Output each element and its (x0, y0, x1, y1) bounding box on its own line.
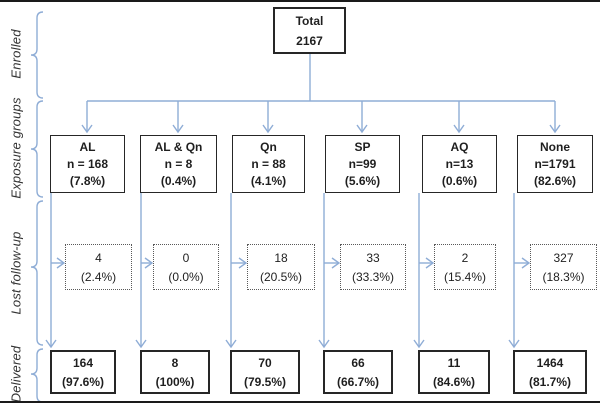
delivered-n: 11 (447, 356, 461, 370)
row-label-exposure-groups: Exposure groups (8, 97, 24, 199)
delivered-box-al-qn: 8 (100%) (140, 350, 210, 394)
group-pct: (4.1%) (250, 174, 287, 188)
group-name: AQ (450, 140, 469, 154)
group-n: n=1791 (534, 157, 576, 171)
total-count: 2167 (296, 34, 323, 48)
row-label-lost-follow-up: Lost follow-up (8, 231, 24, 315)
group-name: AL & Qn (154, 140, 203, 154)
exposure-box-none: None n=1791 (82.6%) (517, 135, 593, 193)
lost-n: 0 (182, 251, 190, 265)
group-pct: (0.6%) (441, 174, 478, 188)
total-box: Total 2167 (273, 7, 346, 54)
lost-pct: (2.4%) (80, 270, 117, 284)
delivered-pct: (84.6%) (432, 375, 476, 389)
lost-pct: (33.3%) (351, 270, 395, 284)
group-name: None (540, 140, 570, 154)
group-pct: (0.4%) (160, 174, 197, 188)
lost-box-aq: 2 (15.4%) (434, 244, 496, 290)
lost-pct: (20.5%) (259, 270, 303, 284)
row-label-delivered: Delivered (8, 345, 24, 403)
lost-box-al-qn: 0 (0.0%) (153, 244, 219, 290)
delivered-pct: (97.6%) (61, 375, 105, 389)
delivered-pct: (100%) (155, 375, 195, 389)
exposure-box-aq: AQ n=13 (0.6%) (422, 135, 497, 193)
delivered-n: 1464 (536, 356, 564, 370)
delivered-n: 8 (171, 356, 179, 370)
delivered-n: 70 (258, 356, 272, 370)
lost-pct: (0.0%) (168, 270, 204, 284)
exposure-box-al: AL n = 168 (7.8%) (50, 135, 125, 193)
group-n: n = 88 (251, 157, 286, 171)
delivered-n: 66 (351, 356, 365, 370)
brace-lost-follow-up (30, 200, 44, 346)
group-n: n = 168 (66, 157, 109, 171)
lost-pct: (15.4%) (443, 270, 487, 284)
total-label: Total (295, 14, 324, 28)
brace-enrolled (30, 11, 44, 99)
lost-box-qn: 18 (20.5%) (247, 244, 315, 290)
group-name: Qn (260, 140, 277, 154)
group-name: SP (354, 140, 371, 154)
lost-box-al: 4 (2.4%) (65, 244, 132, 290)
delivered-box-sp: 66 (66.7%) (323, 350, 393, 394)
lost-n: 33 (366, 251, 380, 265)
brace-exposure-groups (30, 100, 44, 198)
group-n: n = 8 (164, 157, 193, 171)
brace-delivered (30, 348, 44, 401)
group-n: n=99 (348, 157, 377, 171)
lost-pct: (18.3%) (542, 270, 585, 284)
exposure-box-qn: Qn n = 88 (4.1%) (232, 135, 305, 193)
lost-n: 18 (274, 251, 288, 265)
lost-box-none: 327 (18.3%) (530, 244, 597, 290)
lost-n: 327 (553, 251, 574, 265)
delivered-box-aq: 11 (84.6%) (418, 350, 490, 394)
row-label-enrolled: Enrolled (8, 29, 24, 79)
group-pct: (5.6%) (344, 174, 381, 188)
group-pct: (82.6%) (533, 174, 577, 188)
lost-n: 2 (461, 251, 469, 265)
delivered-box-qn: 70 (79.5%) (230, 350, 300, 394)
delivered-box-al: 164 (97.6%) (50, 350, 116, 394)
delivered-box-none: 1464 (81.7%) (513, 350, 587, 394)
group-n: n=13 (445, 157, 474, 171)
delivered-pct: (66.7%) (336, 375, 380, 389)
delivered-n: 164 (72, 356, 94, 370)
lost-n: 4 (95, 251, 102, 265)
group-name: AL (79, 140, 96, 154)
lost-box-sp: 33 (33.3%) (340, 244, 406, 290)
exposure-box-al-qn: AL & Qn n = 8 (0.4%) (140, 135, 217, 193)
exposure-box-sp: SP n=99 (5.6%) (325, 135, 400, 193)
group-pct: (7.8%) (69, 174, 106, 188)
delivered-pct: (81.7%) (528, 375, 572, 389)
delivered-pct: (79.5%) (243, 375, 287, 389)
